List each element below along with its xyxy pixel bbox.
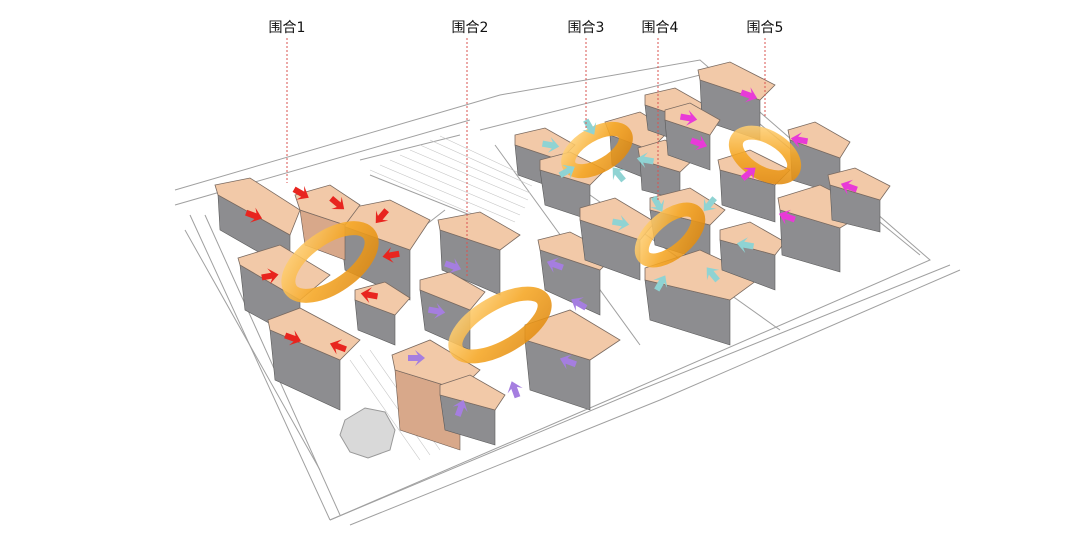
- arrow-e1-7: [360, 287, 379, 304]
- arrow-e5-4: [790, 132, 809, 149]
- label-enclosure-4: 围合4: [642, 20, 679, 36]
- arrow-e2-5: [571, 297, 588, 312]
- arrow-e2-7: [507, 381, 523, 399]
- arrow-e4-1: [611, 214, 630, 231]
- arrow-e5-3: [690, 135, 708, 151]
- ring-enclosure-1: [281, 221, 379, 303]
- arrow-e3-1: [541, 136, 560, 153]
- arrow-e1-8: [284, 330, 302, 346]
- arrow-e5-2: [679, 109, 698, 126]
- arrow-e3-4: [612, 167, 626, 183]
- arrow-e1-9: [329, 339, 347, 355]
- enclosure-5-buildings: [664, 61, 891, 273]
- arrow-e2-8: [452, 399, 468, 417]
- ring-enclosure-2: [448, 286, 552, 364]
- arrow-e2-6: [559, 354, 577, 370]
- arrow-e5-7: [740, 167, 756, 181]
- ring-enclosure-4: [634, 202, 706, 268]
- arrow-e2-1: [444, 258, 462, 274]
- arrow-e4-4: [736, 237, 755, 254]
- arrow-e4-5: [706, 267, 720, 283]
- enclosure-3-4-arrows: [541, 118, 755, 292]
- arrow-e1-4: [245, 207, 263, 223]
- arrow-e2-2: [427, 302, 446, 319]
- enclosure-5-arrows: [679, 87, 858, 225]
- arrow-e5-6: [778, 209, 796, 225]
- ring-enclosure-5: [728, 125, 802, 185]
- label-enclosure-2: 围合2: [452, 20, 489, 36]
- enclosure-2-arrows: [408, 257, 588, 417]
- arrow-e3-3: [636, 152, 655, 169]
- arrow-e3-5: [558, 164, 575, 179]
- arrow-e1-5: [261, 268, 279, 285]
- arrow-e2-3: [408, 350, 425, 366]
- arrow-e1-6: [382, 247, 400, 263]
- enclosure-labels: 围合1 围合2 围合3 围合4 围合5: [269, 20, 784, 36]
- arrow-e4-2: [650, 195, 665, 212]
- label-enclosure-3: 围合3: [568, 20, 605, 36]
- arrow-e5-1: [740, 87, 758, 103]
- leader-lines: [286, 38, 766, 278]
- label-enclosure-5: 围合5: [747, 20, 784, 36]
- arrow-e1-3: [375, 208, 389, 224]
- arrow-e2-4: [546, 257, 564, 273]
- enclosure-2-buildings: [391, 211, 621, 451]
- arrow-e1-2: [329, 196, 345, 210]
- enclosure-rings: [281, 121, 802, 364]
- enclosure-1-arrows: [245, 185, 400, 355]
- arrow-e1-1: [292, 185, 309, 200]
- arrow-e4-3: [703, 196, 717, 212]
- label-enclosure-1: 围合1: [269, 20, 306, 36]
- arrow-e4-6: [653, 275, 668, 292]
- arrow-e5-5: [840, 179, 858, 195]
- octagon-plaza: [339, 407, 396, 459]
